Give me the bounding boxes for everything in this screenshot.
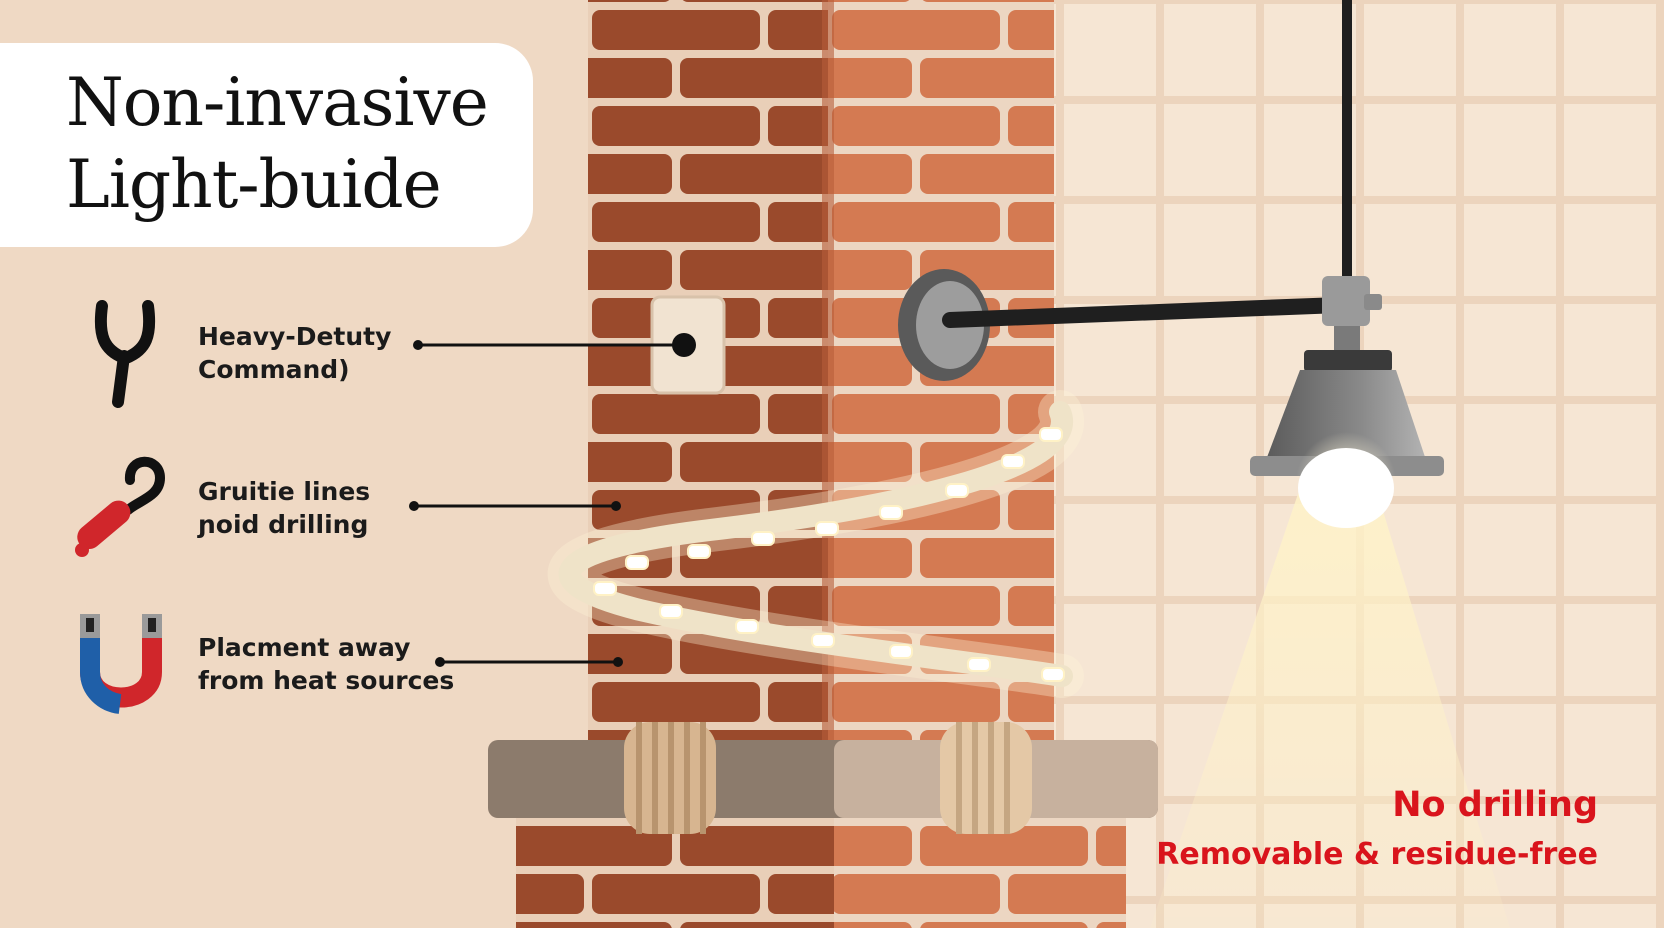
benefit-removable: Removable & residue-free (1156, 837, 1598, 872)
feature-line: Command) (198, 355, 350, 384)
feature-line: ɲoid drilling (198, 510, 369, 539)
feature-label-guide-lines: Gruitie lines ɲoid drilling (198, 475, 370, 541)
screw-hook-icon (75, 456, 166, 557)
benefit-no-drilling: No drilling (1392, 785, 1598, 825)
feature-label-placement: Placment away from heat sources (198, 631, 454, 697)
feature-line: Placment away (198, 633, 411, 662)
title-card (0, 43, 533, 247)
magnet-icon (80, 614, 162, 714)
page-title-line-1: Non-invasive (66, 64, 489, 141)
feature-line: Gruitie lines (198, 477, 371, 506)
beam-clamp (488, 722, 1158, 834)
pendant-lamp (898, 0, 1444, 532)
callout-lines (409, 340, 684, 667)
led-strip (547, 390, 1084, 698)
feature-line: Heavy-Detuty (198, 322, 392, 351)
page-title-line-2: Light-buide (66, 146, 442, 223)
feature-line: from heat sources (198, 666, 455, 695)
light-beam (1150, 488, 1510, 928)
feature-label-heavy-duty: Heavy-Detuty Command) (198, 320, 391, 386)
tuning-fork-hook-icon (94, 300, 156, 408)
